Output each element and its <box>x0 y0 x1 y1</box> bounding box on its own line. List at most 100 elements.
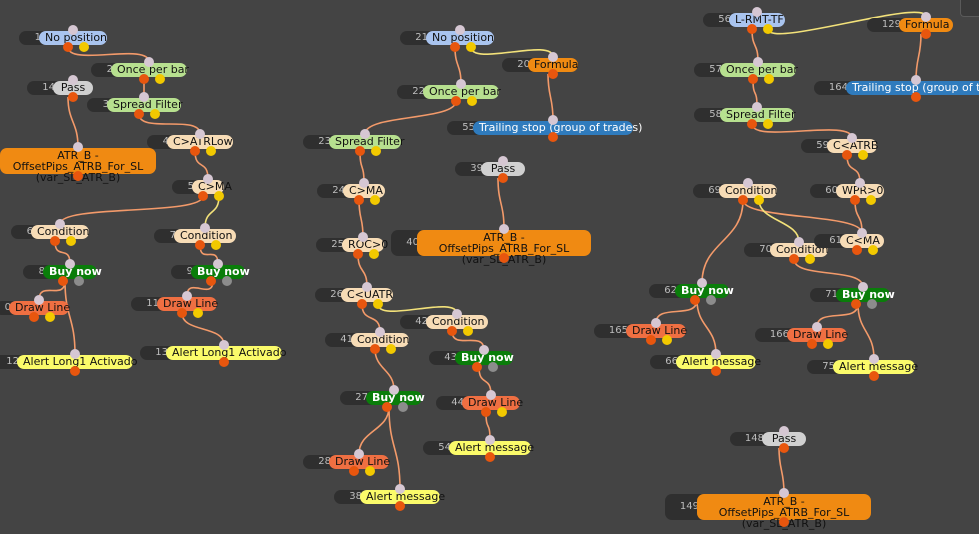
input-port-icon[interactable] <box>498 156 508 166</box>
output-port-icon[interactable] <box>646 335 656 345</box>
block-node[interactable]: ATR_B - OffsetPips_ATRB_For_SL (var_SL_A… <box>0 142 156 183</box>
output-port-icon[interactable] <box>548 132 558 142</box>
input-port-icon[interactable] <box>203 174 213 184</box>
input-port-icon[interactable] <box>359 178 369 188</box>
input-port-icon[interactable] <box>195 129 205 139</box>
input-port-icon[interactable] <box>855 178 865 188</box>
input-port-icon[interactable] <box>857 228 867 238</box>
input-port-icon[interactable] <box>743 178 753 188</box>
output-port-icon[interactable] <box>73 171 83 181</box>
false-output-port-icon[interactable] <box>754 195 764 205</box>
output-port-icon[interactable] <box>690 295 700 305</box>
output-port-icon[interactable] <box>911 92 921 102</box>
output-port-icon[interactable] <box>134 109 144 119</box>
output-port-icon[interactable] <box>29 312 39 322</box>
output-port-icon[interactable] <box>921 29 931 39</box>
output-port-icon[interactable] <box>789 254 799 264</box>
input-port-icon[interactable] <box>395 484 405 494</box>
output-port-icon[interactable] <box>747 24 757 34</box>
output-port-icon[interactable] <box>198 191 208 201</box>
output-port-icon[interactable] <box>779 517 789 527</box>
false-output-port-icon[interactable] <box>214 191 224 201</box>
alt-output-port-icon[interactable] <box>867 299 877 309</box>
false-output-port-icon[interactable] <box>497 407 507 417</box>
input-port-icon[interactable] <box>362 282 372 292</box>
output-port-icon[interactable] <box>70 366 80 376</box>
false-output-port-icon[interactable] <box>763 119 773 129</box>
input-port-icon[interactable] <box>779 426 789 436</box>
output-port-icon[interactable] <box>748 74 758 84</box>
alt-output-port-icon[interactable] <box>74 276 84 286</box>
false-output-port-icon[interactable] <box>764 74 774 84</box>
false-output-port-icon[interactable] <box>369 249 379 259</box>
input-port-icon[interactable] <box>499 224 509 234</box>
input-port-icon[interactable] <box>144 57 154 67</box>
output-port-icon[interactable] <box>354 195 364 205</box>
output-port-icon[interactable] <box>382 402 392 412</box>
output-port-icon[interactable] <box>139 74 149 84</box>
alt-output-port-icon[interactable] <box>222 276 232 286</box>
false-output-port-icon[interactable] <box>371 146 381 156</box>
output-port-icon[interactable] <box>711 366 721 376</box>
input-port-icon[interactable] <box>219 340 229 350</box>
output-port-icon[interactable] <box>68 92 78 102</box>
output-port-icon[interactable] <box>355 146 365 156</box>
false-output-port-icon[interactable] <box>866 195 876 205</box>
output-port-icon[interactable] <box>353 249 363 259</box>
output-port-icon[interactable] <box>481 407 491 417</box>
input-port-icon[interactable] <box>70 349 80 359</box>
input-port-icon[interactable] <box>375 327 385 337</box>
output-port-icon[interactable] <box>842 150 852 160</box>
input-port-icon[interactable] <box>711 349 721 359</box>
false-output-port-icon[interactable] <box>206 146 216 156</box>
input-port-icon[interactable] <box>455 25 465 35</box>
output-port-icon[interactable] <box>395 501 405 511</box>
output-port-icon[interactable] <box>195 240 205 250</box>
input-port-icon[interactable] <box>812 322 822 332</box>
output-port-icon[interactable] <box>499 253 509 263</box>
canvas-corner-handle[interactable] <box>960 0 979 17</box>
input-port-icon[interactable] <box>485 435 495 445</box>
output-port-icon[interactable] <box>349 466 359 476</box>
false-output-port-icon[interactable] <box>805 254 815 264</box>
input-port-icon[interactable] <box>911 75 921 85</box>
output-port-icon[interactable] <box>472 362 482 372</box>
input-port-icon[interactable] <box>358 232 368 242</box>
input-port-icon[interactable] <box>213 259 223 269</box>
input-port-icon[interactable] <box>752 7 762 17</box>
false-output-port-icon[interactable] <box>193 308 203 318</box>
input-port-icon[interactable] <box>68 25 78 35</box>
input-port-icon[interactable] <box>68 75 78 85</box>
input-port-icon[interactable] <box>858 282 868 292</box>
output-port-icon[interactable] <box>852 245 862 255</box>
output-port-icon[interactable] <box>869 371 879 381</box>
false-output-port-icon[interactable] <box>370 195 380 205</box>
input-port-icon[interactable] <box>354 449 364 459</box>
